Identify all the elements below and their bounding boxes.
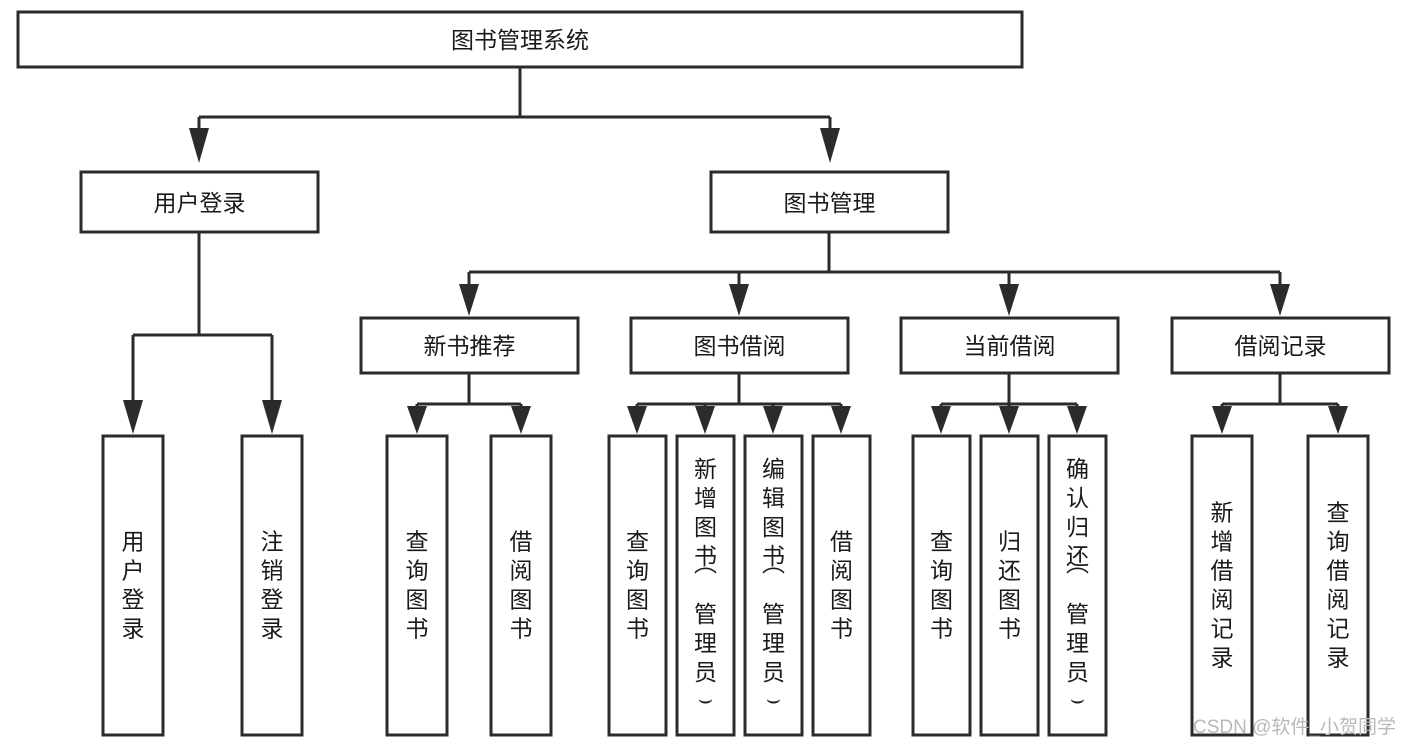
- leaf-query-book-3-label: 查询图书: [930, 529, 953, 642]
- node-book-borrow-box[interactable]: [629, 316, 850, 375]
- node-current-borrow-box[interactable]: [899, 316, 1120, 375]
- arrow-head-leaf-user-logout-icon: [262, 400, 282, 434]
- leaf-user-login-label: 用户登录: [122, 529, 145, 642]
- node-current-borrow-label: 当前借阅: [964, 333, 1056, 359]
- node-user-login-label: 用户登录: [154, 190, 246, 216]
- leaf-query-book-1-label: 查询图书: [406, 529, 429, 642]
- node-book-borrow[interactable]: 图书借阅: [629, 316, 850, 375]
- leaf-borrow-book-1[interactable]: 借阅图书: [489, 434, 553, 737]
- arrow-head-leaf-add-book-icon: [695, 406, 715, 434]
- arrow-head-leaf-query-record-icon: [1328, 406, 1348, 434]
- leaf-user-login[interactable]: 用户登录: [101, 434, 165, 737]
- arrow-head-leaf-add-record-icon: [1212, 406, 1232, 434]
- node-new-book-rec-box[interactable]: [359, 316, 580, 375]
- leaf-query-record[interactable]: 查询借阅记录: [1306, 434, 1370, 737]
- leaf-add-record[interactable]: 新增借阅记录: [1190, 434, 1254, 737]
- leaf-query-book-1-box[interactable]: [385, 434, 449, 737]
- arrow-head-leaf-query-book-3-icon: [931, 406, 951, 434]
- leaf-add-record-label: 新增借阅记录: [1211, 500, 1234, 671]
- node-user-login[interactable]: 用户登录: [79, 170, 320, 234]
- arrow-head-borrow-record-icon: [1270, 284, 1290, 316]
- arrow-head-leaf-query-book-2-icon: [627, 406, 647, 434]
- leaf-borrow-book-2[interactable]: 借阅图书: [811, 434, 872, 737]
- leaf-confirm-return[interactable]: 确认归还⌒管理员⌣: [1047, 434, 1108, 737]
- node-book-manage[interactable]: 图书管理: [709, 170, 950, 234]
- leaf-edit-book-box[interactable]: [743, 434, 804, 737]
- arrow-head-leaf-query-book-1-icon: [407, 406, 427, 434]
- node-borrow-record-label: 借阅记录: [1235, 333, 1327, 359]
- leaf-edit-book-label: 编辑图书⌒管理员⌣: [762, 456, 785, 712]
- leaf-query-book-3-box[interactable]: [911, 434, 972, 737]
- leaf-add-book-box[interactable]: [675, 434, 736, 737]
- leaf-borrow-book-1-label: 借阅图书: [510, 529, 533, 642]
- arrow-head-book-manage-icon: [820, 128, 840, 163]
- node-book-manage-box[interactable]: [709, 170, 950, 234]
- leaf-query-book-2-label: 查询图书: [626, 529, 649, 642]
- node-new-book-rec[interactable]: 新书推荐: [359, 316, 580, 375]
- arrow-head-new-book-rec-icon: [459, 284, 479, 316]
- leaf-edit-book[interactable]: 编辑图书⌒管理员⌣: [743, 434, 804, 737]
- leaf-query-record-box[interactable]: [1306, 434, 1370, 737]
- arrow-head-current-borrow-icon: [999, 284, 1019, 316]
- arrow-head-leaf-edit-book-icon: [763, 406, 783, 434]
- arrow-head-leaf-return-book-icon: [999, 406, 1019, 434]
- arrow-head-book-borrow-icon: [729, 284, 749, 316]
- leaf-query-book-3[interactable]: 查询图书: [911, 434, 972, 737]
- leaf-confirm-return-box[interactable]: [1047, 434, 1108, 737]
- node-book-manage-label: 图书管理: [784, 190, 876, 216]
- leaf-return-book-label: 归还图书: [998, 529, 1021, 642]
- node-borrow-record-box[interactable]: [1170, 316, 1391, 375]
- leaf-user-logout[interactable]: 注销登录: [240, 434, 304, 737]
- node-current-borrow[interactable]: 当前借阅: [899, 316, 1120, 375]
- leaf-borrow-book-2-label: 借阅图书: [830, 529, 853, 642]
- leaf-borrow-book-1-box[interactable]: [489, 434, 553, 737]
- leaf-user-login-box[interactable]: [101, 434, 165, 737]
- node-root-label: 图书管理系统: [451, 27, 589, 53]
- node-book-borrow-label: 图书借阅: [694, 333, 786, 359]
- leaf-user-logout-box[interactable]: [240, 434, 304, 737]
- leaf-borrow-book-2-box[interactable]: [811, 434, 872, 737]
- node-new-book-rec-label: 新书推荐: [424, 333, 516, 359]
- leaf-add-record-box[interactable]: [1190, 434, 1254, 737]
- leaf-confirm-return-label: 确认归还⌒管理员⌣: [1066, 456, 1089, 712]
- node-root[interactable]: 图书管理系统: [16, 10, 1024, 69]
- leaf-query-book-2-box[interactable]: [607, 434, 668, 737]
- leaf-return-book-box[interactable]: [979, 434, 1040, 737]
- leaf-add-book-label: 新增图书⌒管理员⌣: [694, 456, 717, 712]
- node-root-box[interactable]: [16, 10, 1024, 69]
- arrow-head-leaf-borrow-book-1-icon: [511, 406, 531, 434]
- leaf-query-book-1[interactable]: 查询图书: [385, 434, 449, 737]
- arrow-head-leaf-user-login-icon: [123, 400, 143, 434]
- leaf-add-book[interactable]: 新增图书⌒管理员⌣: [675, 434, 736, 737]
- leaf-user-logout-label: 注销登录: [261, 529, 284, 642]
- arrow-head-user-login-icon: [189, 128, 209, 163]
- node-borrow-record[interactable]: 借阅记录: [1170, 316, 1391, 375]
- arrow-head-leaf-borrow-book-2-icon: [831, 406, 851, 434]
- leaf-query-book-2[interactable]: 查询图书: [607, 434, 668, 737]
- watermark-text: CSDN @软件_小贺同学: [1193, 716, 1396, 738]
- leaf-return-book[interactable]: 归还图书: [979, 434, 1040, 737]
- arrow-head-leaf-confirm-return-icon: [1067, 406, 1087, 434]
- leaf-query-record-label: 查询借阅记录: [1327, 500, 1350, 671]
